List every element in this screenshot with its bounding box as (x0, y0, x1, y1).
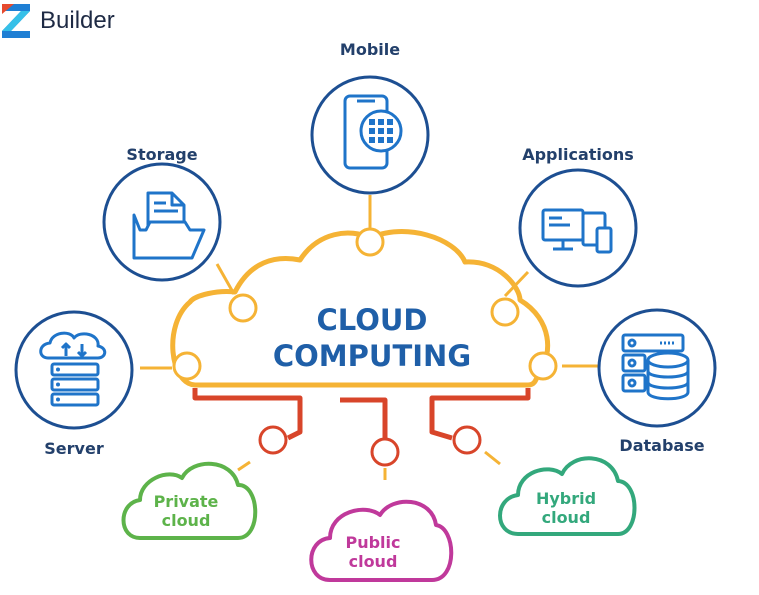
server-icon (39, 331, 107, 407)
brand: Builder (2, 4, 115, 38)
brand-name: Builder (40, 7, 115, 34)
database-icon (621, 333, 690, 401)
service-label-server: Server (44, 439, 104, 458)
public-cloud-line2: cloud (349, 552, 398, 571)
private-cloud: Private cloud (121, 461, 258, 540)
hybrid-cloud-line1: Hybrid (536, 489, 596, 508)
service-storage: Storage (102, 145, 222, 282)
cloud-nodes (172, 227, 558, 381)
public-cloud: Public cloud (309, 499, 454, 582)
z-logo-icon (2, 4, 30, 38)
hybrid-cloud-line2: cloud (542, 508, 591, 527)
service-database: Database (597, 308, 717, 455)
deployment-connectors (192, 388, 531, 441)
service-server: Server (14, 310, 134, 458)
devices-icon (541, 208, 613, 254)
service-label-mobile: Mobile (340, 40, 400, 59)
mobile-icon (343, 94, 403, 170)
service-label-storage: Storage (126, 145, 197, 164)
service-applications: Applications (518, 145, 638, 288)
private-cloud-line2: cloud (162, 511, 211, 530)
connector-nodes (258, 425, 482, 467)
center-title-line1: CLOUD (316, 303, 427, 337)
service-mobile: Mobile (310, 40, 430, 195)
service-connectors (140, 195, 598, 480)
folder-icon (132, 191, 206, 260)
service-label-database: Database (619, 436, 704, 455)
private-cloud-line1: Private (154, 492, 219, 511)
hybrid-cloud: Hybrid cloud (498, 456, 637, 536)
service-label-applications: Applications (522, 145, 634, 164)
public-cloud-line1: Public (345, 533, 400, 552)
center-title-line2: COMPUTING (273, 339, 471, 373)
